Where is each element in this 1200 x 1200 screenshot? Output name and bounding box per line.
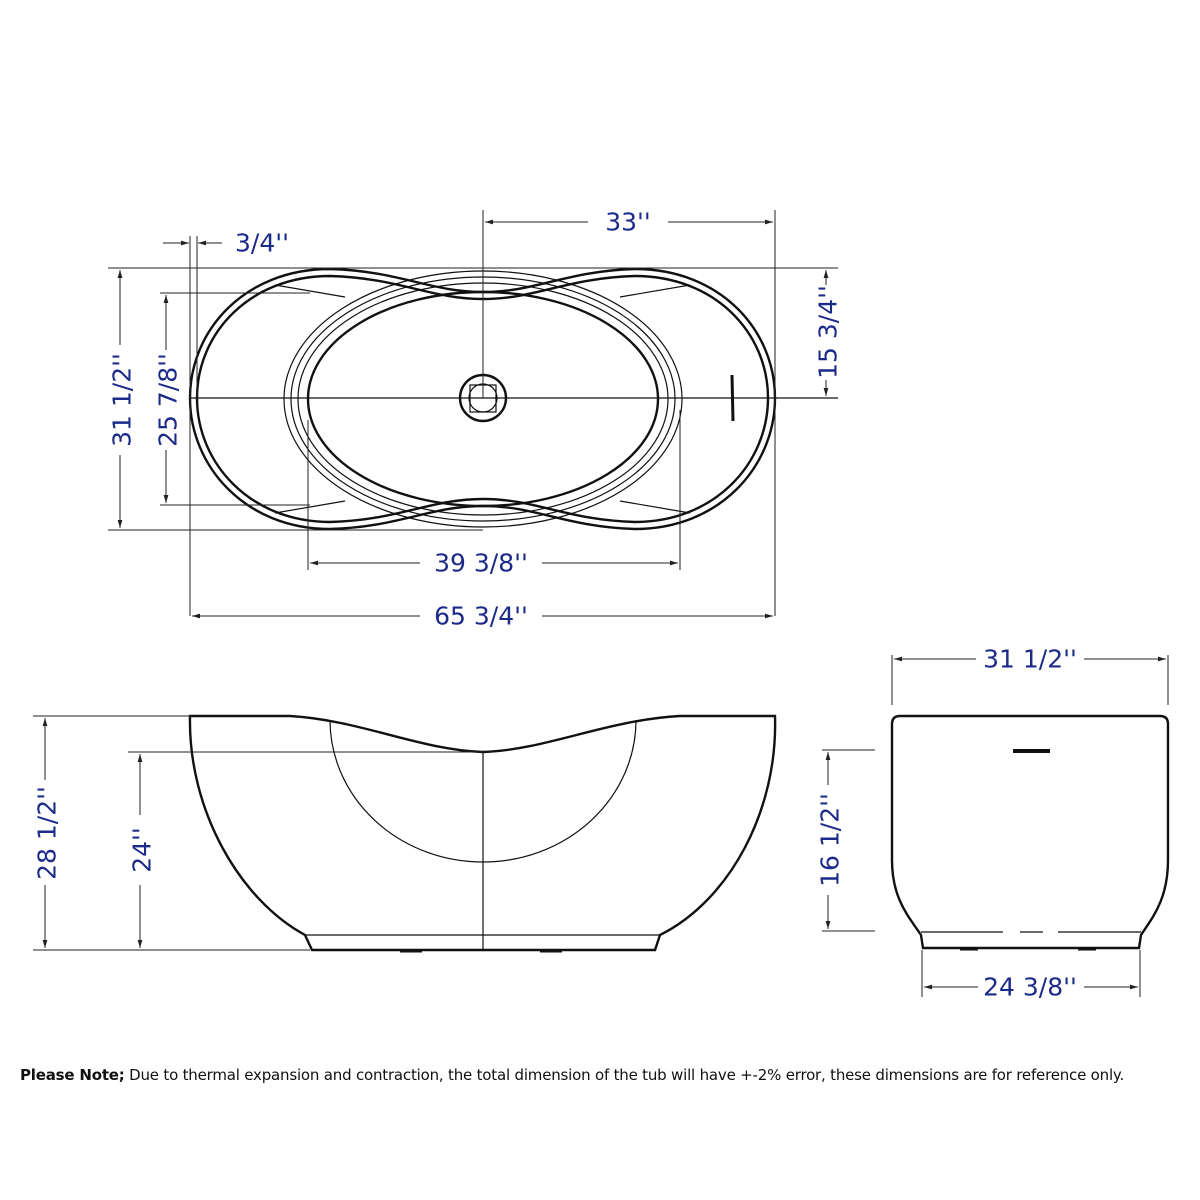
rim-transition-lines bbox=[274, 284, 691, 514]
dim-interior-width: 25 7/8'' bbox=[154, 353, 183, 447]
dim-end-width: 31 1/2'' bbox=[983, 645, 1077, 674]
note-label: Please Note; bbox=[20, 1066, 125, 1084]
dim-width-overall: 31 1/2'' bbox=[108, 353, 137, 447]
tub-inner-rim bbox=[195, 274, 770, 524]
end-view: 31 1/2'' 16 1/2'' 24 3/8'' bbox=[816, 645, 1170, 1002]
dim-height-overall: 28 1/2'' bbox=[33, 786, 62, 880]
note-text: Due to thermal expansion and contraction… bbox=[124, 1066, 1125, 1084]
dim-base-width: 24 3/8'' bbox=[983, 973, 1077, 1002]
dim-drain-to-end: 33'' bbox=[605, 208, 651, 237]
dim-interior-depth: 24'' bbox=[128, 827, 157, 873]
dim-half-width: 15 3/4'' bbox=[814, 285, 843, 379]
tub-outer-rim bbox=[188, 267, 777, 531]
disclaimer-note: Please Note; Due to thermal expansion an… bbox=[20, 1066, 1124, 1084]
dim-interior-length: 39 3/8'' bbox=[434, 549, 528, 578]
side-view: 28 1/2'' 24'' bbox=[33, 714, 777, 953]
overflow-slot bbox=[1013, 749, 1050, 753]
top-view: 33'' 3/4'' 31 1/2'' 25 7/8'' 15 3/4'' 39… bbox=[108, 208, 843, 631]
dim-rim-thickness: 3/4'' bbox=[235, 229, 289, 258]
dim-overflow-height: 16 1/2'' bbox=[816, 793, 845, 887]
end-profile bbox=[890, 714, 1170, 950]
dim-length-overall: 65 3/4'' bbox=[434, 602, 528, 631]
side-profile bbox=[188, 714, 777, 952]
